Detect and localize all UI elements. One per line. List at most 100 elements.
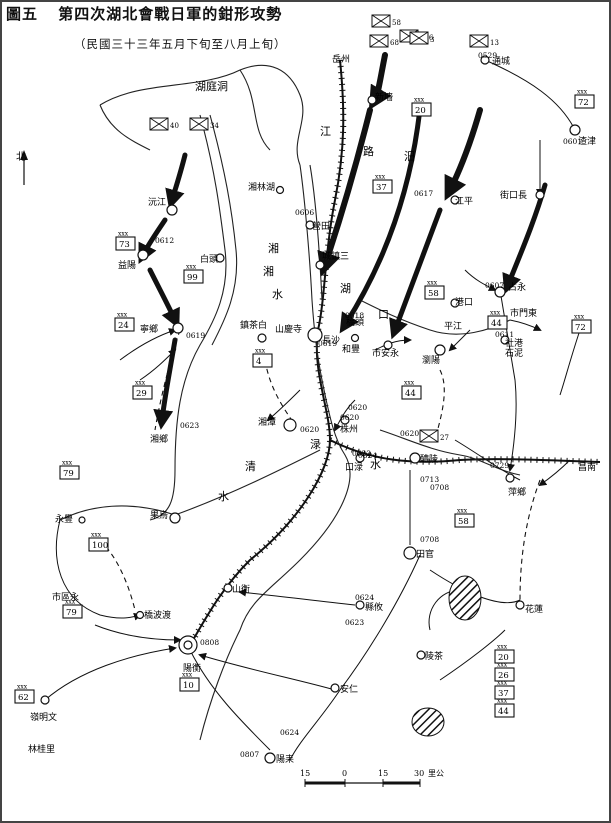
date-label: 0620 [340,413,359,422]
water-labels: 湖庭洞 湘 湘 水 湖 江 路 汨 口 渌 水 清 水 [195,79,415,503]
place-label-pingjiang: 平江 [444,321,462,332]
place-label-zhanyong: 占永 [508,281,526,293]
place-label-xiangxiang: 湘鄉 [150,433,168,445]
place-label-changsha: 長沙 [322,335,340,346]
unit-echelon: xxx [255,348,266,355]
unit-number: 10 [183,681,194,691]
date-label: 0729 [490,461,509,470]
place-label-zhuzhou: 株州 [340,423,358,435]
unit-echelon: xxx [427,280,438,287]
place-label-anren: 安仁 [340,683,358,695]
place-label-yongshi: 市區永 [52,591,79,603]
date-label: 0601 [563,137,582,146]
japanese-unit-box: 27 [419,429,449,443]
unit-echelon: xxx [497,680,508,687]
date-label: 0606 [295,208,314,217]
enemy-mass-south [411,707,445,737]
river-label: 湘 [268,241,279,255]
japanese-unit-box: 34 [189,117,219,131]
chinese-unit-box: xxx 79 [62,599,83,619]
place-label-xinqiang: 新墻 [375,91,393,103]
scale-tick: 15 [300,769,310,778]
date-label: 0622 [352,449,371,458]
place-label-wuguo: 果烏 [150,509,168,521]
river-label: 渌 [310,438,321,451]
place-label-yingtian: 營田 [312,220,330,232]
unit-number: 20 [415,106,426,116]
date-label: 0607 [485,281,504,290]
unit-echelon: xxx [186,264,197,271]
unit-number: 37 [376,183,387,193]
chinese-unit-box: xxx 44 [494,698,515,718]
river-label: 水 [218,490,229,503]
unit-number: 58 [458,517,469,527]
unit-echelon: xxx [182,672,193,679]
place-label-lukou: 口渌 [345,462,363,473]
unit-number: 29 [136,389,147,399]
place-label-pingxiang: 萍鄉 [508,486,526,498]
river-label: 汨 [404,150,415,163]
chinese-unit-box: xxx 10 [179,672,200,692]
chinese-unit-box: xxx 100 [88,532,109,552]
date-label: 0620 [400,429,419,438]
japanese-unit-box: 40 [149,117,179,131]
place-label-hengshan: 山衡 [232,583,250,595]
unit-number: 72 [575,323,586,333]
river-label: 路 [363,145,374,158]
unit-echelon: xxx [65,599,76,606]
date-label: 0713 [420,475,439,484]
date-label: 0620 [348,403,367,412]
unit-number: 73 [119,240,130,250]
river-label: 湘 [263,264,274,278]
date-label: 0617 [414,189,433,198]
place-label-hefeng: 和豐 [342,344,360,355]
date-label: 0624 [355,593,374,602]
unit-echelon: xxx [91,532,102,539]
place-label-jiekou: 街口長 [500,189,527,201]
date-label: 0618 [345,311,364,320]
place-label-chaling: 陵茶 [425,650,443,662]
date-label: 0619 [186,331,205,340]
place-label-yiyang: 益陽 [118,259,136,271]
place-label-gangkou: 港口 [455,296,473,308]
unit-echelon: xxx [117,312,128,319]
unit-number: 4 [256,357,261,367]
japanese-unit-box: 68 [369,34,399,48]
railway [187,59,601,647]
date-label: 0611 [495,330,514,339]
unit-echelon: xxx [497,662,508,669]
chinese-unit-box: xxx 24 [114,312,135,332]
unit-number: 44 [498,707,509,717]
date-label: 0623 [180,421,199,430]
date-label: 0807 [240,750,259,759]
unit-number: 13 [490,39,499,47]
unit-number: 100 [92,541,108,551]
unit-number: 24 [118,321,129,331]
place-label-leiyang: 陽耒 [276,754,294,765]
unit-number: 44 [405,389,416,399]
chinese-unit-box: xxx 37 [494,680,515,700]
place-label-xianglin: 湘林湖 [248,181,275,193]
place-label-baitou: 白頭 [200,253,218,265]
japanese-unit-box: 13 [469,34,499,48]
unit-number: 37 [498,689,509,699]
unit-number: 79 [66,608,77,618]
river-label: 江 [320,125,331,138]
river-label: 水 [272,288,283,301]
place-label-hengyang: 陽衡 [183,662,201,674]
scale-tick: 30 [414,769,424,778]
unit-echelon: xxx [497,698,508,705]
unit-number: 72 [578,98,589,108]
figure-label: 圖五 [6,5,39,23]
